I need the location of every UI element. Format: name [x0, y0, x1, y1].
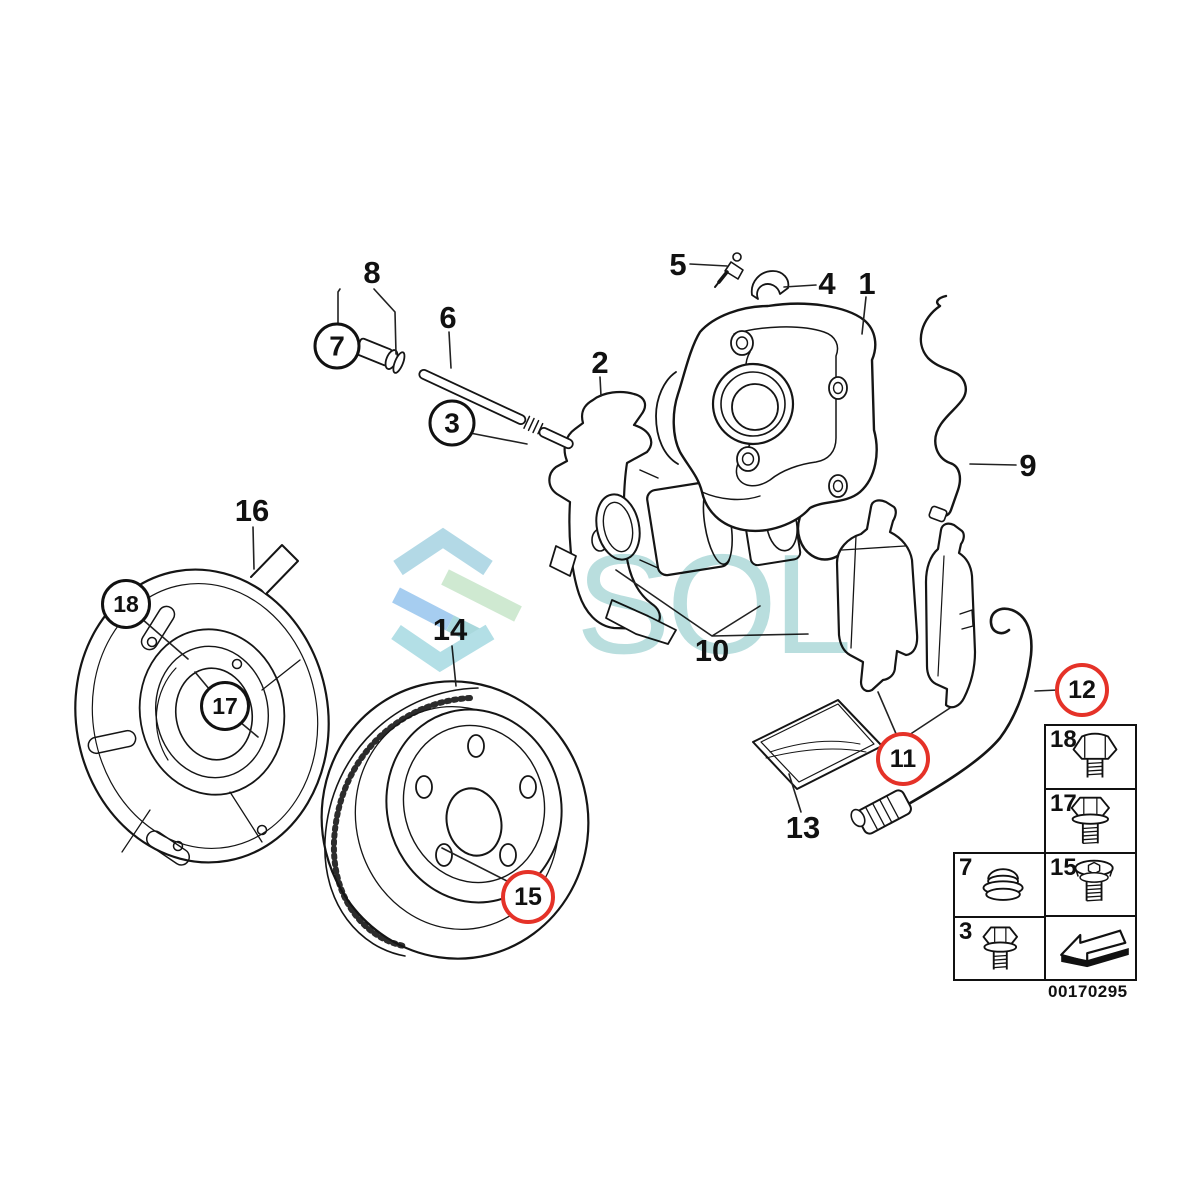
legend-cell-7: 7	[955, 854, 1044, 916]
anti-rattle-spring-drawing	[919, 294, 968, 523]
callout-13: 13	[785, 810, 821, 845]
direction-arrow-icon	[1059, 929, 1129, 968]
callout-17: 17	[200, 681, 250, 731]
callout-4: 4	[818, 266, 836, 301]
legend-cell-17: 17	[1046, 787, 1135, 852]
callout-3: 3	[428, 399, 476, 447]
callout-7: 7	[313, 322, 361, 370]
small-pin-drawing	[538, 426, 574, 450]
hex-flange-bolt-small-icon	[982, 926, 1018, 970]
sealing-cap-icon	[982, 868, 1024, 901]
callout-10: 10	[694, 633, 730, 668]
callout-6: 6	[439, 300, 457, 335]
callout-14: 14	[432, 612, 468, 647]
image-part-number: 00170295	[1048, 982, 1128, 1001]
callout-12: 12	[1055, 663, 1109, 717]
bleeder-screw-drawing	[714, 252, 744, 288]
legend-cell-number: 7	[959, 854, 973, 881]
callout-11: 11	[876, 732, 930, 786]
callout-2: 2	[591, 345, 609, 380]
legend-cell-number: 18	[1050, 726, 1077, 753]
callout-18: 18	[101, 579, 151, 629]
fastener-legend-right-column: 18 17 15	[1044, 724, 1137, 981]
brake-caliper-drawing	[655, 302, 878, 533]
callout-8: 8	[363, 255, 381, 290]
guide-pin-drawing	[418, 368, 544, 435]
fastener-legend-left-column: 7 3	[953, 852, 1046, 981]
hex-flange-bolt-icon	[1070, 796, 1110, 844]
callout-1: 1	[858, 266, 876, 301]
callout-16: 16	[234, 493, 270, 528]
legend-cell-18: 18	[1046, 726, 1135, 788]
wear-sensor-drawing	[850, 607, 1033, 835]
legend-cell-3: 3	[955, 915, 1044, 980]
callout-9: 9	[1019, 448, 1037, 483]
flange-head-bolt-icon	[1072, 732, 1117, 778]
socket-head-plug-bolt-icon	[1073, 860, 1114, 902]
legend-cell-number: 17	[1050, 789, 1077, 817]
callout-5: 5	[669, 247, 687, 282]
legend-cell-number: 15	[1050, 853, 1077, 881]
brake-pads-drawing	[835, 499, 977, 709]
leader-lines	[141, 263, 1059, 883]
legend-cell-15: 15	[1046, 851, 1135, 916]
retaining-clip-drawing	[750, 270, 790, 300]
callout-15: 15	[501, 870, 555, 924]
legend-cell-number: 3	[959, 917, 973, 945]
legend-cell-arrow	[1046, 915, 1135, 979]
